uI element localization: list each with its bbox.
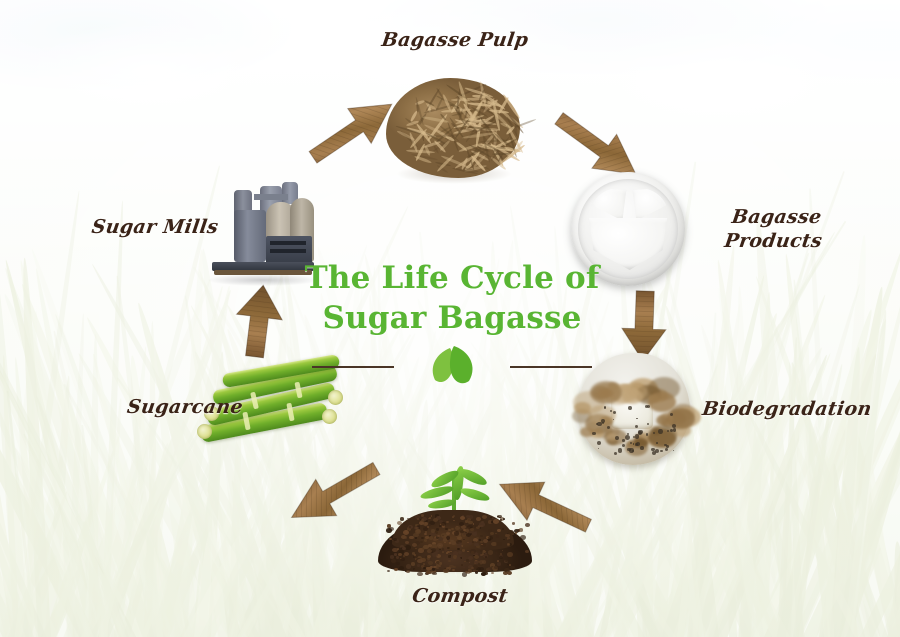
label-sugar-mills: Sugar Mills [90, 216, 220, 238]
title-line-2: Sugar Bagasse [322, 300, 582, 336]
bagasse-plate-image [565, 166, 691, 292]
title-divider-row [300, 344, 604, 390]
center-title-block: The Life Cycle of Sugar Bagasse [300, 258, 604, 390]
mill-shadow [208, 274, 318, 286]
arrow-sugarcane-to-mills [222, 283, 296, 359]
cane-cut-end-1 [197, 424, 212, 439]
biodegradation-image [572, 353, 701, 465]
seedling-stem [452, 474, 456, 536]
arrow-biodegradation-to-compost [495, 465, 593, 545]
mill-stack-small [234, 190, 252, 216]
mill-wood-base [214, 270, 312, 275]
mill-pipe-bridge [254, 194, 288, 200]
leaf-logo-icon [423, 344, 481, 388]
divider-right [510, 366, 592, 368]
arrow-pulp-to-products [550, 105, 645, 187]
sugar-mill-image [204, 180, 322, 286]
label-sugarcane: Sugarcane [125, 396, 245, 418]
arrow-mills-to-pulp [305, 92, 400, 170]
arrow-products-to-biodegradation [608, 290, 680, 362]
seedling-leaf-left-2 [419, 484, 455, 501]
cane-cut-end-3 [322, 409, 337, 424]
label-compost: Compost [410, 585, 510, 607]
divider-left [312, 366, 394, 368]
title-line-1: The Life Cycle of [304, 260, 600, 296]
cane-cut-end-2 [204, 406, 219, 421]
cane-cut-end-4 [328, 390, 343, 405]
arrow-compost-to-sugarcane [285, 452, 383, 534]
compost-image [372, 448, 538, 577]
label-bagasse-pulp: Bagasse Pulp [380, 29, 530, 51]
label-bagasse-products: Bagasse Products [723, 206, 824, 253]
mill-base-platform [212, 262, 314, 271]
seedling-leaf-right-2 [459, 486, 491, 503]
mill-vent-2 [270, 249, 306, 253]
mill-vent-1 [270, 241, 306, 245]
bagasse-pulp-image [378, 68, 537, 186]
label-biodegradation: Biodegradation [700, 398, 874, 420]
mill-tank-left [234, 210, 266, 262]
sugarcane-image [196, 352, 352, 460]
